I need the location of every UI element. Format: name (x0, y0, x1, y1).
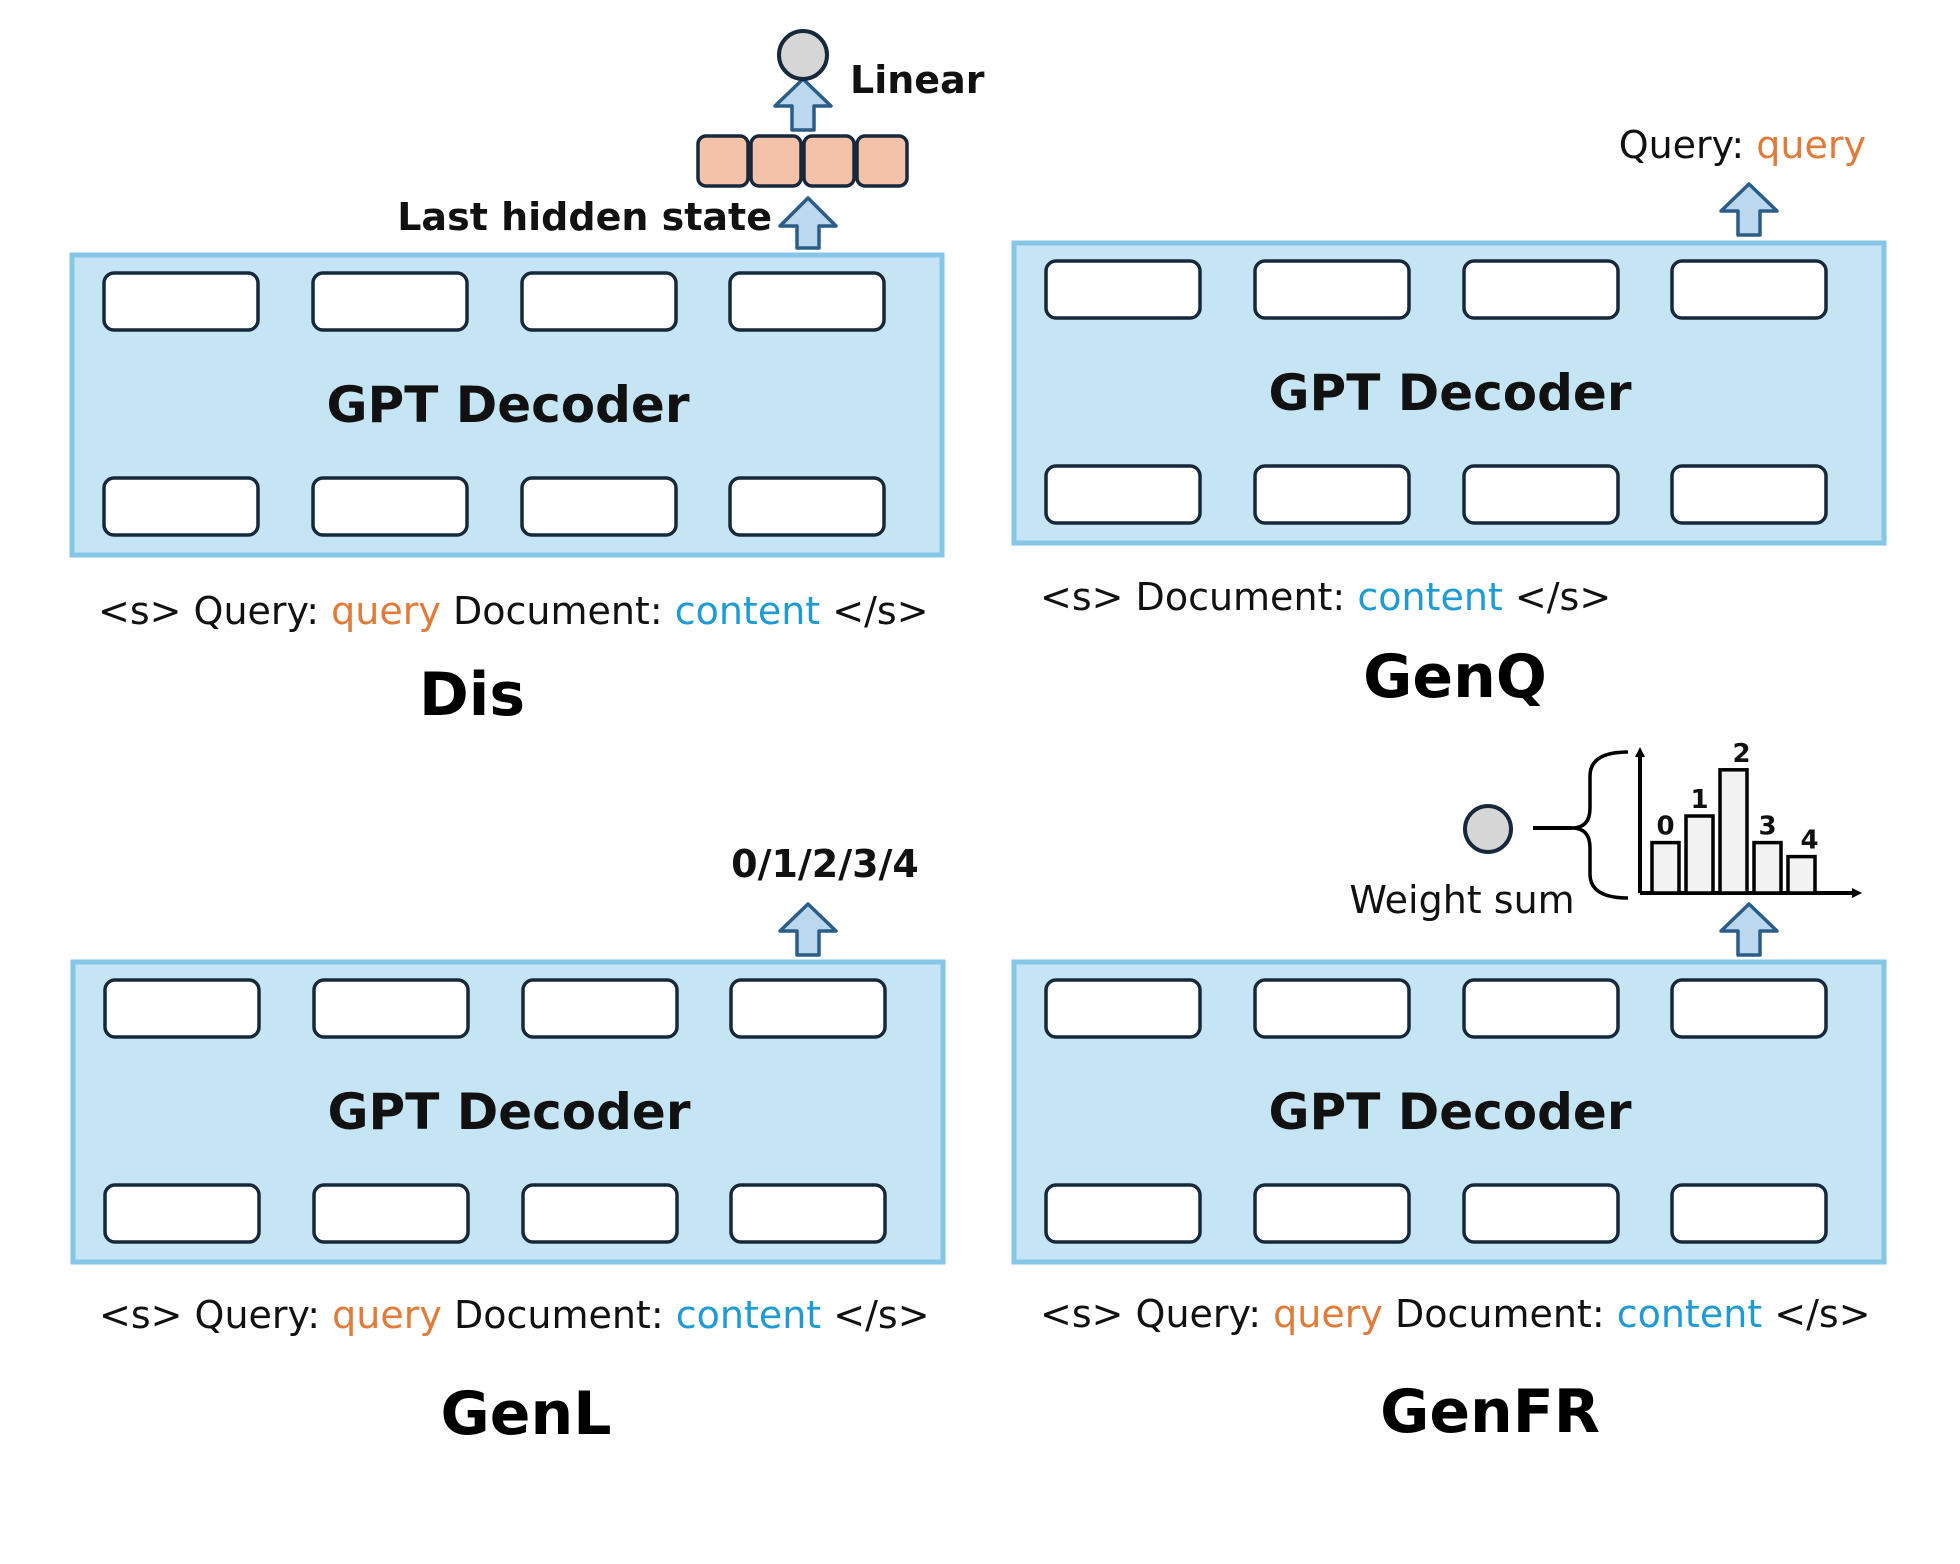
bottom-token-row (102, 476, 886, 537)
token-slot (1670, 978, 1828, 1039)
panel-genq: GPT Decoder <s> Document: content </s> G… (1011, 123, 1887, 712)
linear-label: Linear (850, 58, 985, 102)
hist-bar-label: 0 (1656, 812, 1674, 842)
hist-bar-label: 2 (1732, 739, 1750, 769)
weighted-score-node (1463, 804, 1513, 854)
token-slot (729, 978, 887, 1039)
token-slot (1253, 259, 1411, 320)
hist-bar-label: 4 (1800, 826, 1818, 856)
decoder-label: GPT Decoder (1269, 1083, 1632, 1141)
token-slot (520, 476, 678, 537)
token-slot (311, 476, 469, 537)
token-slot (1253, 978, 1411, 1039)
hidden-cell (855, 134, 909, 188)
panel-title: GenQ (1363, 642, 1547, 712)
hist-bar-label: 3 (1758, 812, 1776, 842)
token-slot (520, 271, 678, 332)
top-token-row (102, 271, 886, 332)
hidden-cell (802, 134, 856, 188)
token-slot (1462, 259, 1620, 320)
bottom-token-row (103, 1183, 887, 1244)
hist-bar (1718, 768, 1749, 895)
token-slot (1044, 978, 1202, 1039)
panel-genl: GPT Decoder <s> Query: query Document: c… (70, 842, 946, 1449)
token-slot (1044, 464, 1202, 525)
panel-title: Dis (419, 660, 525, 730)
decoder-label: GPT Decoder (328, 1083, 691, 1141)
token-slot (311, 271, 469, 332)
input-sequence: <s> Query: query Document: content </s> (1040, 1292, 1871, 1336)
token-slot (728, 271, 886, 332)
bottom-token-row (1044, 464, 1828, 525)
input-sequence: <s> Query: query Document: content </s> (98, 589, 929, 633)
label-output: 0/1/2/3/4 (731, 842, 919, 886)
token-slot (729, 1183, 887, 1244)
generated-query: Query: query (1619, 123, 1866, 167)
input-sequence: <s> Document: content </s> (1040, 575, 1611, 619)
token-slot (521, 978, 679, 1039)
token-slot (1044, 1183, 1202, 1244)
panel-genfr: GPT Decoder <s> Query: query Document: c… (1011, 739, 1887, 1447)
token-slot (312, 978, 470, 1039)
hidden-cell (749, 134, 803, 188)
token-slot (102, 271, 260, 332)
panel-dis: GPT Decoder <s> Query: query Document: c… (69, 29, 985, 730)
linear-output-node (777, 29, 829, 81)
top-token-row (1044, 978, 1828, 1039)
token-slot (728, 476, 886, 537)
brace-icon (1571, 750, 1629, 900)
token-slot (1670, 259, 1828, 320)
token-slot (521, 1183, 679, 1244)
hidden-cell (696, 134, 750, 188)
hist-bar-label: 1 (1690, 785, 1708, 815)
up-arrow-icon (773, 77, 833, 132)
token-slot (312, 1183, 470, 1244)
panel-title: GenFR (1380, 1377, 1600, 1447)
hist-bar (1684, 814, 1715, 895)
token-slot (1462, 1183, 1620, 1244)
token-slot (1462, 978, 1620, 1039)
hist-bar (1752, 840, 1783, 895)
decoder-label: GPT Decoder (1269, 364, 1632, 422)
hidden-state-vector (696, 134, 909, 188)
hist-bar (1650, 840, 1681, 895)
up-arrow-icon (1719, 182, 1779, 237)
weight-sum-label: Weight sum (1349, 878, 1574, 922)
bottom-token-row (1044, 1183, 1828, 1244)
hist-bar (1786, 854, 1817, 895)
token-slot (1044, 259, 1202, 320)
token-slot (1670, 464, 1828, 525)
token-slot (1253, 1183, 1411, 1244)
up-arrow-icon (1719, 902, 1779, 957)
top-token-row (103, 978, 887, 1039)
token-slot (103, 1183, 261, 1244)
panel-title: GenL (441, 1379, 612, 1449)
token-slot (1253, 464, 1411, 525)
token-slot (1670, 1183, 1828, 1244)
up-arrow-icon (778, 902, 838, 957)
top-token-row (1044, 259, 1828, 320)
up-arrow-icon (778, 196, 838, 250)
decoder-label: GPT Decoder (327, 376, 690, 434)
input-sequence: <s> Query: query Document: content </s> (99, 1293, 930, 1337)
token-slot (1462, 464, 1620, 525)
token-slot (103, 978, 261, 1039)
token-slot (102, 476, 260, 537)
hidden-state-label: Last hidden state (397, 195, 772, 239)
